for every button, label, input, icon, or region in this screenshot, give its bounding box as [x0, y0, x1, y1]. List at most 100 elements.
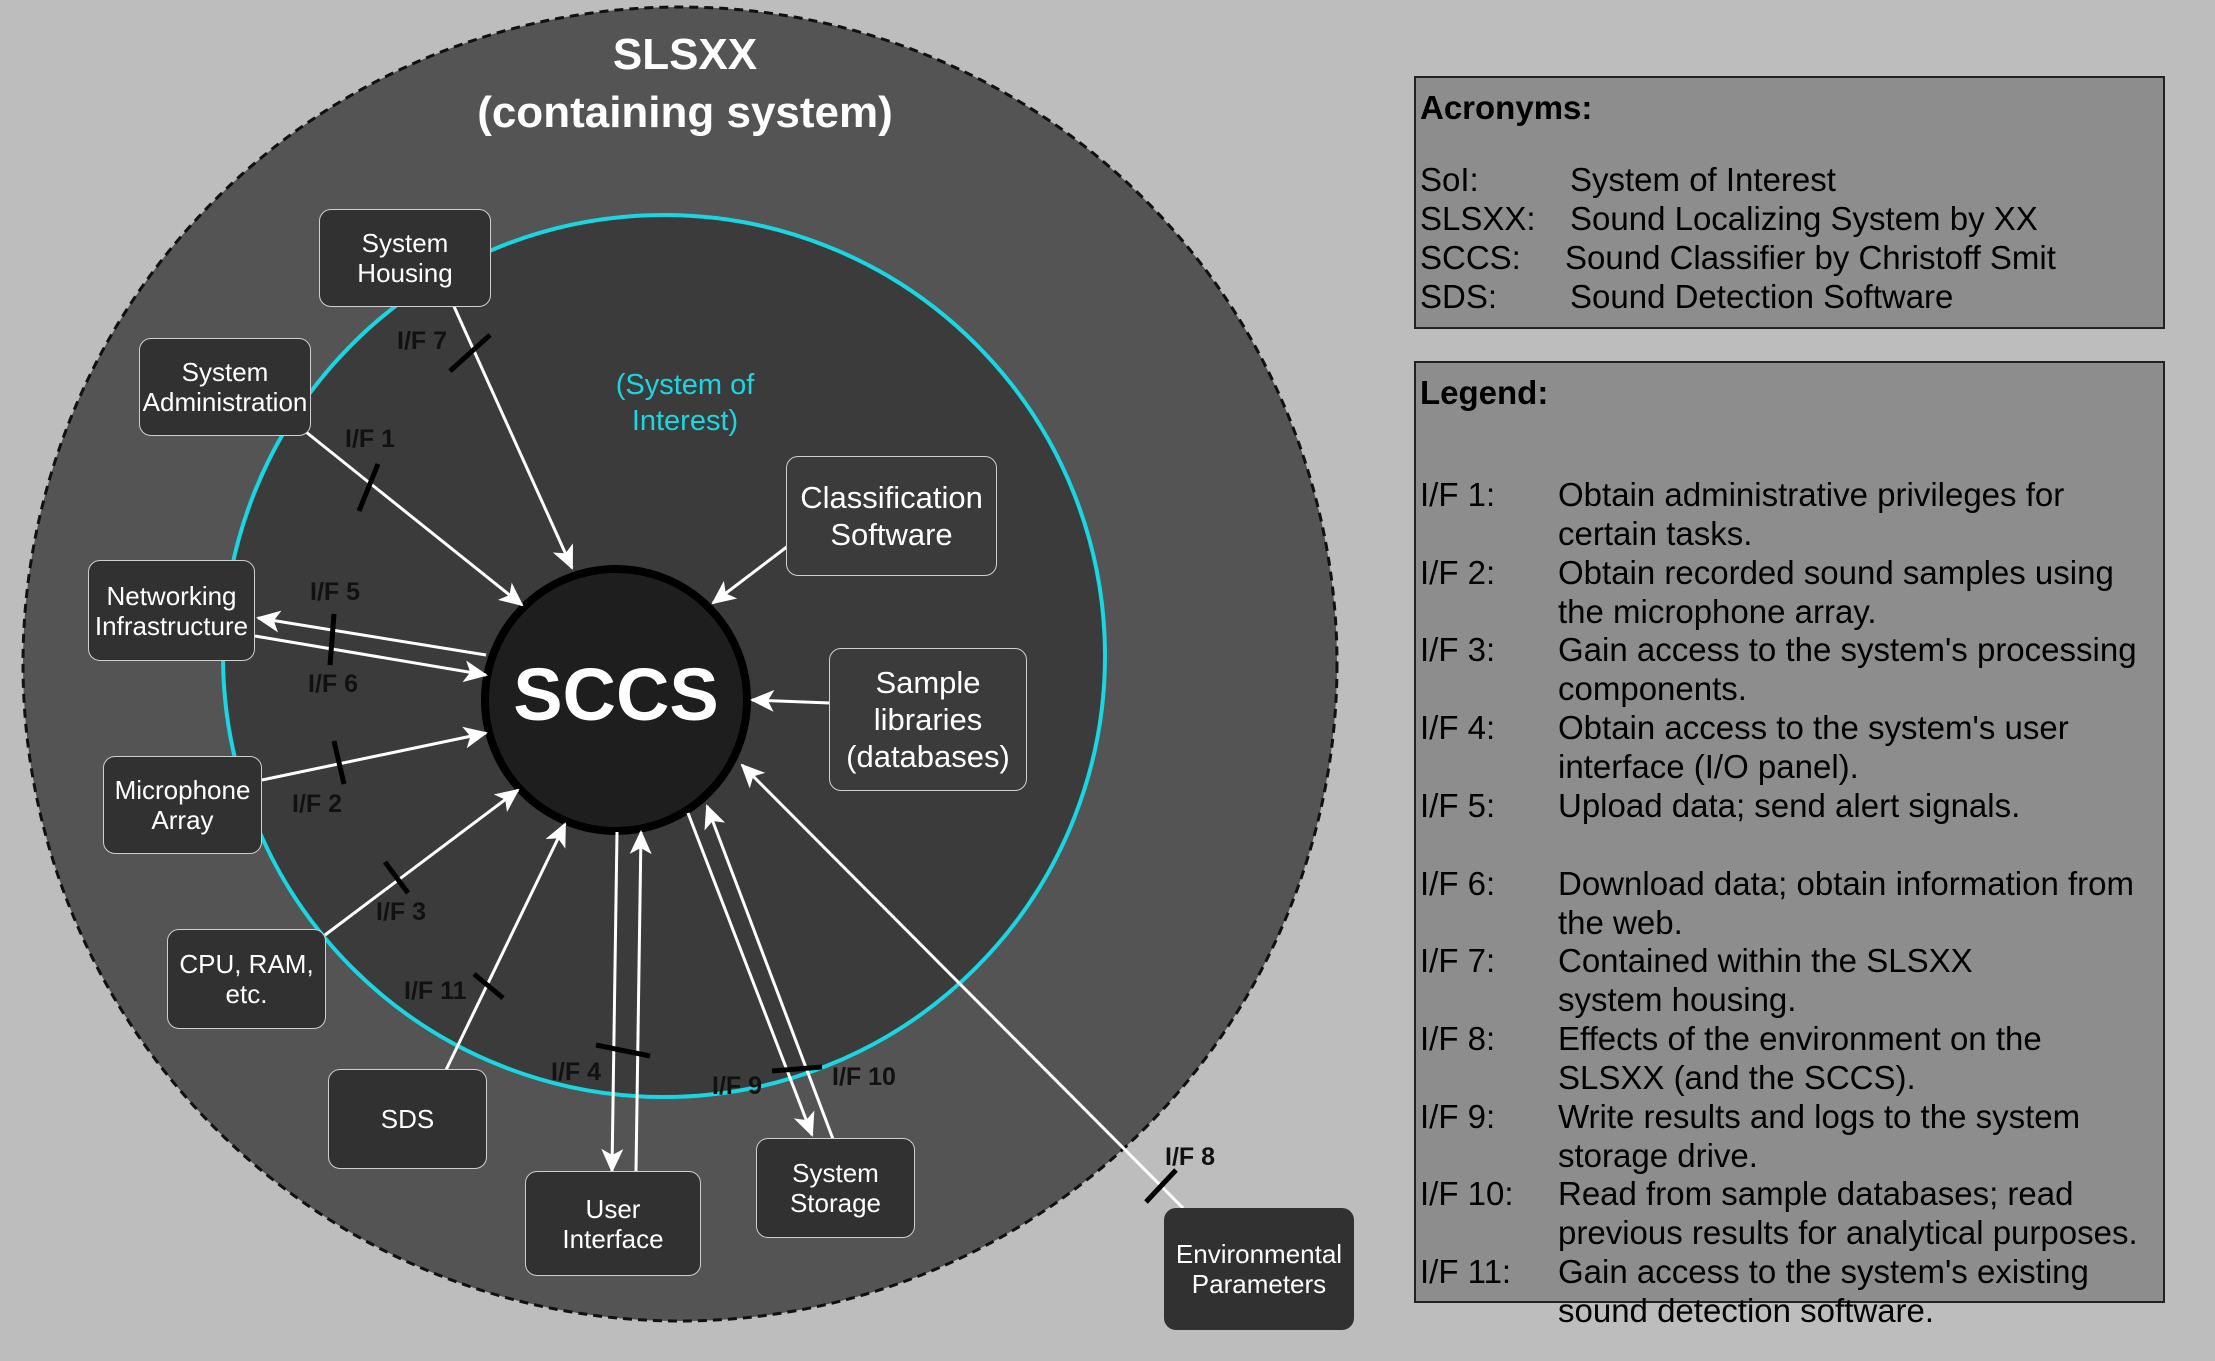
legend-desc-line2: interface (I/O panel).: [1558, 748, 1859, 786]
legend-desc-line1: Write results and logs to the system: [1558, 1097, 2081, 1135]
legend-desc-line2: components.: [1558, 670, 1747, 708]
acronym-value: System of Interest: [1570, 161, 1836, 198]
acronyms-panel: Acronyms: SoI: System of Interest SLSXX:…: [1414, 76, 2165, 329]
if3-label: I/F 3: [376, 898, 427, 926]
sample-libraries-line2: libraries: [873, 702, 983, 737]
sample-libraries-line1: Sample: [875, 665, 981, 700]
tick-if7: [448, 333, 492, 373]
legend-desc-line2: storage drive.: [1558, 1136, 1758, 1174]
if5-label: I/F 5: [310, 578, 361, 606]
environmental-line2: Parameters: [1191, 1269, 1327, 1299]
tick-if3: [382, 860, 411, 895]
legend-desc-line1: Effects of the environment on the: [1558, 1019, 2042, 1057]
acronym-value: Sound Classifier by Christoff Smit: [1565, 239, 2056, 276]
legend-title: Legend:: [1420, 374, 1549, 411]
legend-key: I/F 11:: [1420, 1253, 1512, 1290]
legend-row: I/F 4:Obtain access to the system's user…: [1420, 708, 2159, 786]
legend-desc-line1: Contained within the SLSXX: [1558, 942, 1973, 980]
legend-desc-line1: Upload data; send alert signals.: [1558, 786, 2021, 824]
system-storage-line2: Storage: [789, 1188, 882, 1218]
legend-desc-line2: certain tasks.: [1558, 515, 1753, 552]
if4-label: I/F 4: [551, 1058, 602, 1086]
arrow-classification: [711, 544, 789, 605]
if1-label: I/F 1: [345, 425, 396, 453]
legend-desc-line2: sound detection software.: [1558, 1292, 1935, 1329]
sds-box: SDS: [328, 1069, 487, 1169]
containing-title-line2: (containing system): [477, 88, 893, 137]
legend-row: I/F 5: Upload data; send alert signals.: [1420, 786, 2159, 864]
tick-if8: [1144, 1168, 1178, 1204]
microphone-line1: Microphone: [114, 775, 251, 805]
system-administration-line2: Administration: [142, 387, 308, 417]
legend-desc-line2: previous results for analytical purposes…: [1558, 1214, 2138, 1252]
microphone-line2: Array: [151, 805, 214, 835]
arrow-if7: [450, 301, 574, 570]
networking-line2: Infrastructure: [94, 610, 249, 641]
legend-desc-line1: Read from sample databases; read: [1558, 1175, 2074, 1213]
cpu-ram-box: CPU, RAM,etc.: [167, 929, 326, 1029]
containing-title-line1: SLSXX: [612, 30, 758, 79]
user-interface-label: User Interface: [562, 1193, 664, 1254]
system-housing-line1: System: [361, 228, 449, 258]
arrow-if1: [305, 430, 524, 607]
legend-key: I/F 4:: [1420, 709, 1496, 747]
arrow-if4-down: [601, 831, 624, 1173]
if9-label: I/F 9: [712, 1072, 763, 1100]
if10-label: I/F 10: [832, 1063, 896, 1091]
legend-desc-line2: the web.: [1558, 903, 1683, 941]
legend-desc-line1: Gain access to the system's processing: [1558, 631, 2137, 669]
tick-if2: [331, 740, 347, 785]
legend-row: I/F 6:Download data; obtain information …: [1420, 864, 2159, 942]
acronym-key: SoI:: [1420, 161, 1479, 198]
arrow-if10: [704, 804, 835, 1140]
arrow-if11: [444, 822, 567, 1071]
arrow-if6: [254, 634, 488, 683]
system-administration-line1: System: [181, 357, 269, 387]
legend-key: I/F 9:: [1420, 1097, 1496, 1135]
sds-label: SDS: [380, 1104, 435, 1134]
networking-line1: Networking: [106, 580, 237, 611]
legend-panel: Legend: I/F 1: Obtain administrative priv…: [1414, 361, 2165, 1329]
legend-key: I/F 10:: [1420, 1175, 1514, 1213]
environmental-line1: Environmental: [1175, 1239, 1343, 1269]
acronym-value: Sound Detection Software: [1570, 278, 1954, 315]
if11-label: I/F 11: [404, 977, 467, 1005]
if2-label: I/F 2: [292, 790, 343, 818]
legend-desc-line1: Download data; obtain information from: [1558, 864, 2134, 902]
legend-row: I/F 9: Write results and logs to the syst…: [1420, 1097, 2159, 1175]
legend-key: I/F 1:: [1420, 476, 1496, 513]
legend-key: I/F 7:: [1420, 942, 1496, 980]
arrow-if9: [686, 812, 815, 1137]
legend-key: I/F 8:: [1420, 1019, 1496, 1057]
classification-line2: Software: [830, 517, 953, 552]
legend-desc-line1: Gain access to the system's existing: [1558, 1253, 2089, 1290]
legend-desc-line2: the microphone array.: [1558, 592, 1877, 630]
user-interface-box: User Interface: [525, 1171, 701, 1276]
legend-desc-line2: SLSXX (and the SCCS).: [1558, 1058, 1916, 1096]
legend-row: I/F 2:Obtain recorded sound samples usin…: [1420, 553, 2159, 631]
acronyms-title: Acronyms:: [1420, 89, 1593, 126]
tick-if5-6: [327, 613, 337, 666]
legend-desc-line1: Obtain recorded sound samples using: [1558, 553, 2114, 591]
cpu-ram-line1: CPU, RAM,: [179, 949, 314, 979]
sccs-core-circle: [481, 565, 751, 835]
system-storage-line1: System: [792, 1158, 879, 1188]
soi-line1: (System of: [615, 369, 755, 401]
if6-label: I/F 6: [308, 670, 359, 698]
arrow-sample-libraries: [750, 689, 831, 712]
acronym-value: Sound Localizing System by XX: [1570, 200, 2038, 237]
acronym-key: SDS:: [1420, 278, 1498, 315]
tick-if11: [472, 972, 505, 1000]
classification-line1: Classification: [800, 480, 983, 515]
legend-desc-line1: Obtain administrative privileges for: [1558, 476, 2065, 513]
legend-key: I/F 5:: [1420, 786, 1496, 824]
tick-if4: [595, 1042, 651, 1059]
